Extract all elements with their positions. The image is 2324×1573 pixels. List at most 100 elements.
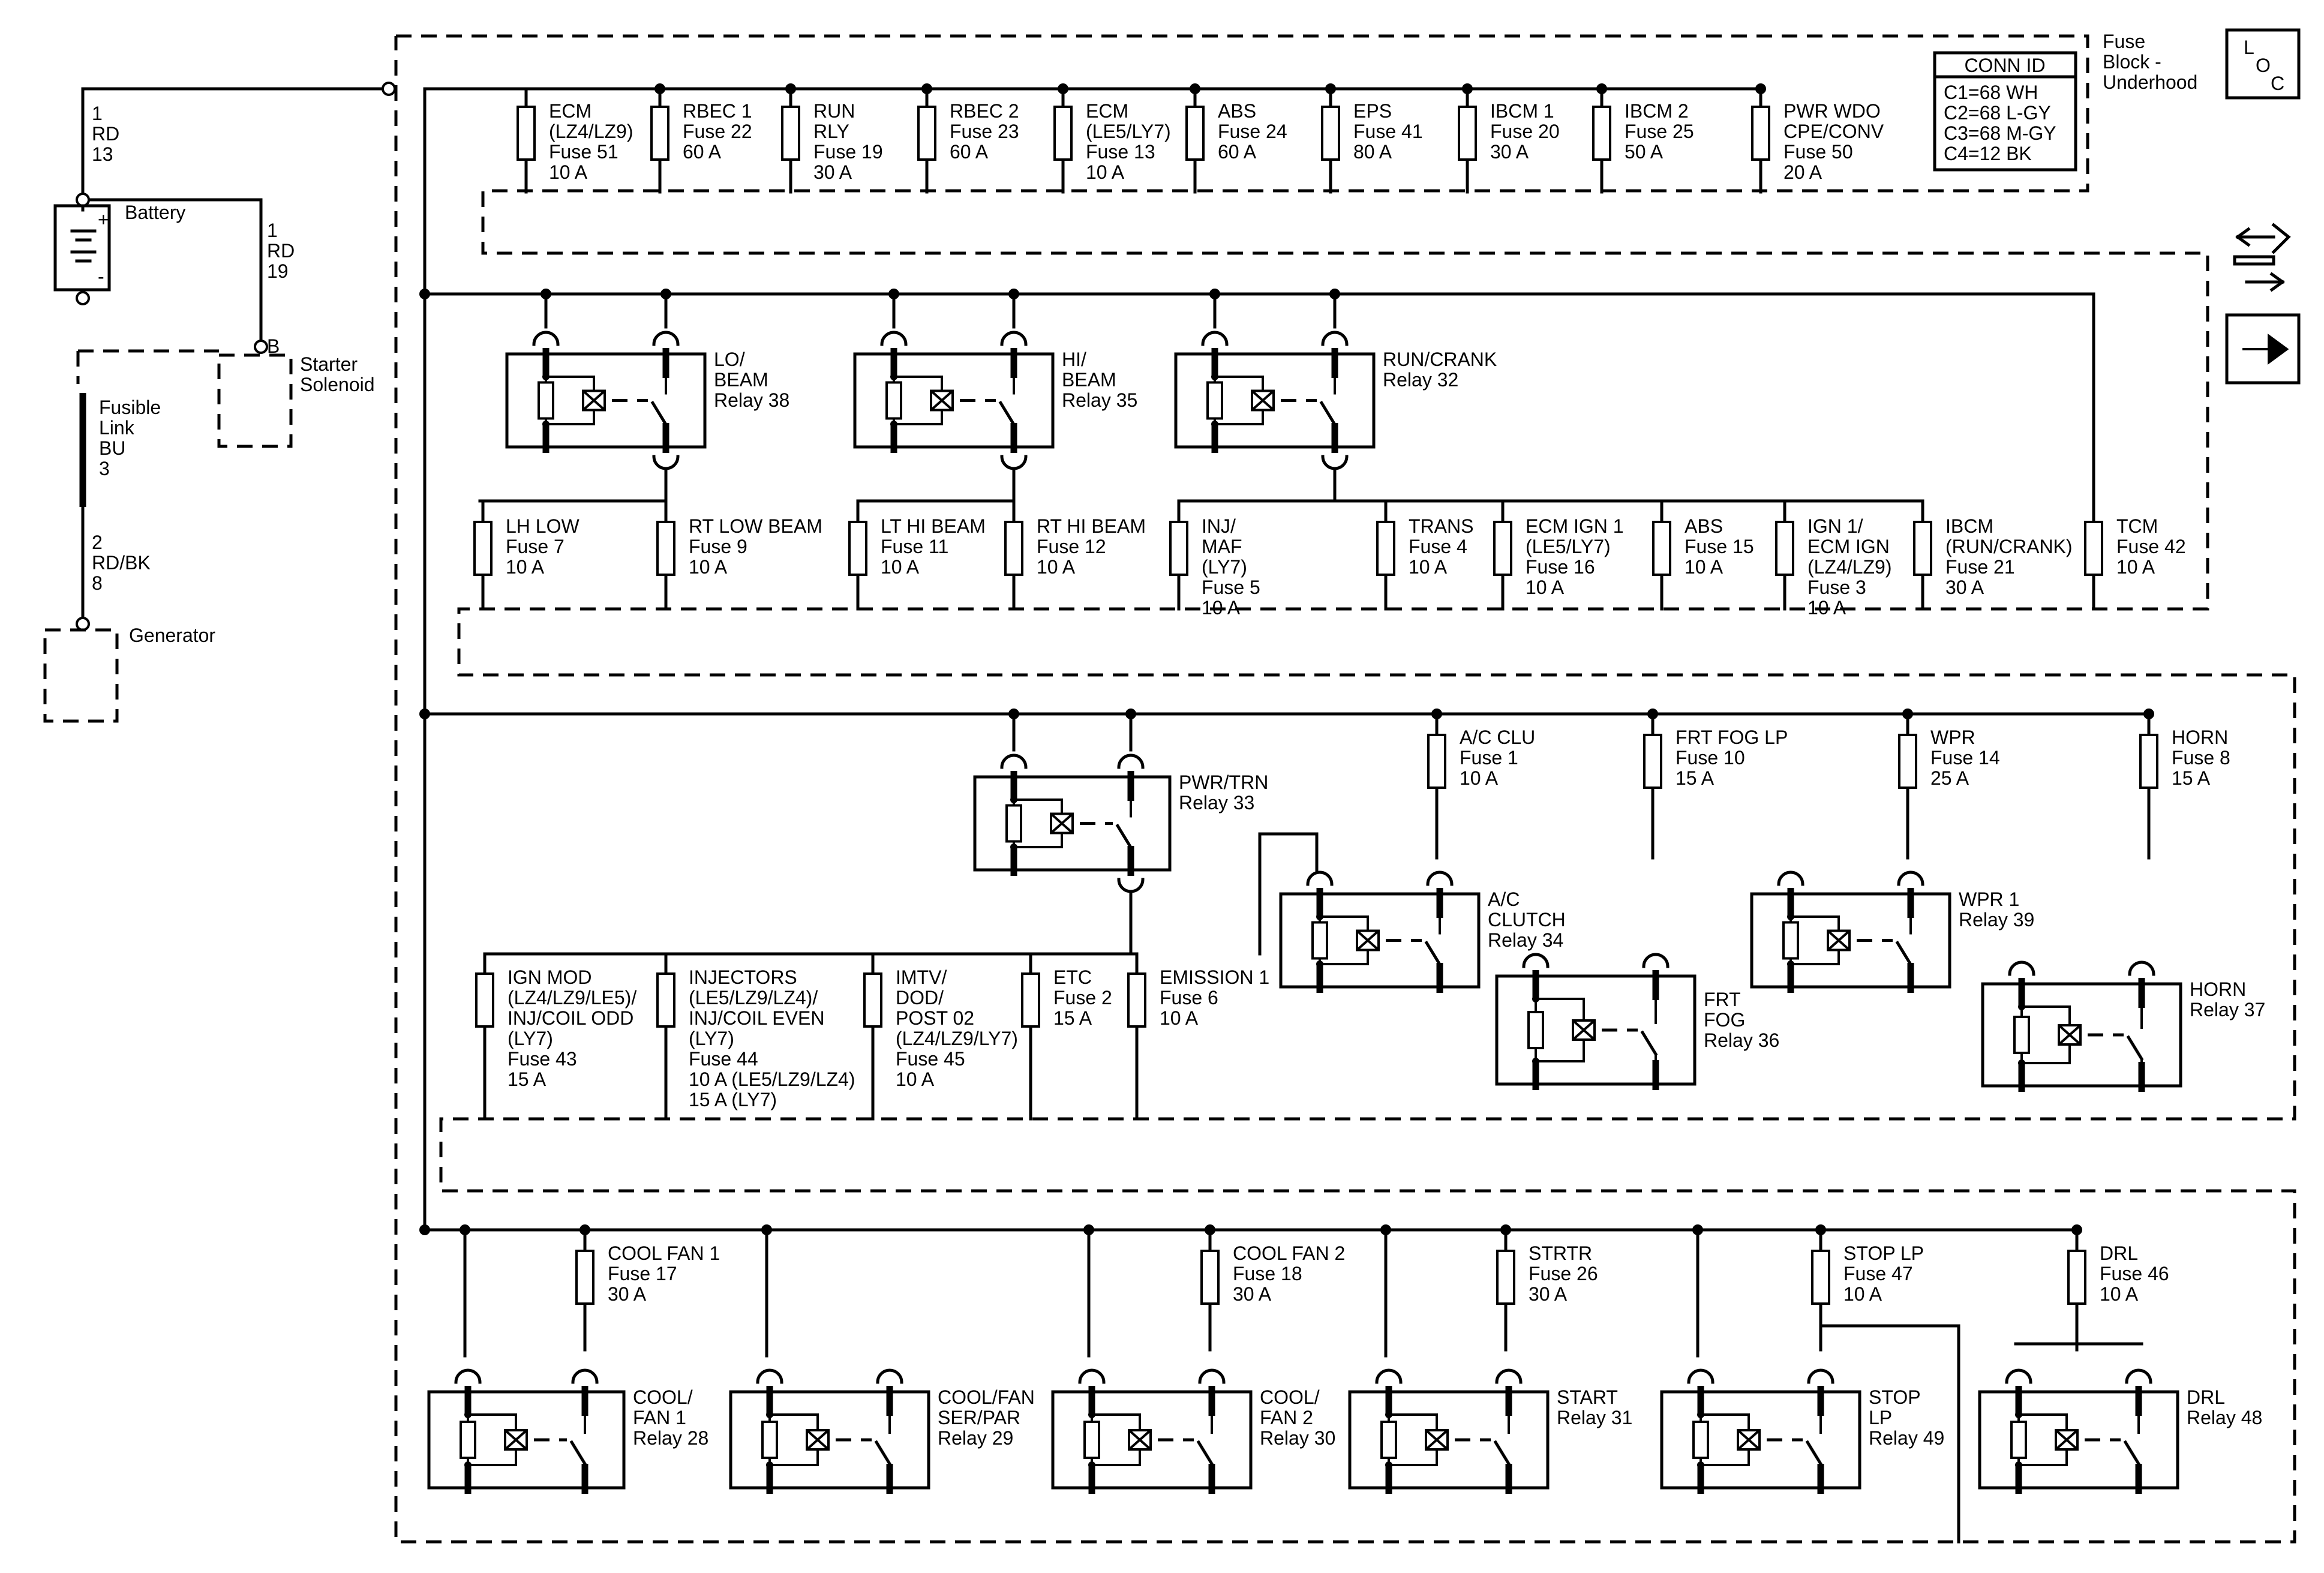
fuse-block-label: Underhood [2103,71,2197,93]
splice-dot [419,1224,430,1235]
fuse-label: ECM IGN [1807,536,1890,557]
splice-dot [542,421,550,428]
fuse-label: ABS [1218,100,1256,122]
fuse-label: Fuse 1 [1460,747,1518,769]
fuse-icon [917,106,936,161]
fuse-block-label: Block - [2103,51,2161,73]
coil-wire [1092,1413,1141,1430]
fuse-label: LH LOW [506,515,580,537]
diagnostic-arrows-shape [2233,223,2291,292]
switch-blade [1319,401,1337,427]
fuse-label: Fuse 51 [549,141,618,163]
relay [1051,1386,1253,1494]
connector-cavity-icon [1495,1368,1523,1384]
fuse-label: 80 A [1353,141,1392,163]
fuse-label: 60 A [683,141,722,163]
connector-cavity-icon [1321,331,1349,346]
arrow-shape [2242,334,2289,365]
connector-cavity-icon [756,1368,783,1384]
relay-label: Relay 48 [2187,1407,2262,1428]
fuse-label: Fuse 47 [1843,1263,1913,1284]
resistor-icon [885,381,902,420]
connector-cavity-icon [1426,870,1454,886]
relay-label: DRL [2187,1386,2225,1408]
switch-blade [1424,941,1442,966]
relay-label: BEAM [1062,369,1116,391]
fuse-icon [781,106,800,161]
fuse-icon [1913,521,1932,576]
connector-cavity-icon [454,1368,482,1384]
splice-dot [1325,83,1336,94]
fuse-label: COOL FAN 1 [608,1242,720,1264]
relay-label: HORN [2190,978,2246,1000]
coil-wire [546,376,595,391]
splice-dot [1329,289,1340,299]
resistor-icon [1380,1421,1397,1459]
fuse-label: 30 A [1233,1283,1272,1305]
fuse-label: 10 A [1460,767,1499,789]
fuse-label: MAF [1202,536,1242,557]
fuse-label: 10 A [896,1068,935,1090]
connector-cavity-icon [1306,870,1334,886]
resistor-icon [1692,1421,1709,1459]
coil-wire [1320,915,1369,931]
wire-label: RD [267,240,295,262]
coil-x [504,1429,528,1451]
splice-dot [890,421,897,428]
relay-box [973,775,1172,872]
relay-label: Relay 34 [1488,929,1563,951]
splice-dot [766,1461,773,1469]
relay [1495,970,1697,1090]
relay-label: RUN/CRANK [1383,349,1497,370]
splice-dot [1755,83,1766,94]
relay-label: Relay 28 [633,1427,708,1449]
relay-label: FRT [1704,989,1741,1010]
wire-label: 8 [92,572,103,594]
relay-label: LP [1869,1407,1892,1428]
connector-cavity-icon [1777,870,1804,886]
splice-dot [785,83,796,94]
fuse-label: IGN 1/ [1807,515,1863,537]
fuse-label: Fuse 8 [2172,747,2230,769]
coil-wire [770,1413,819,1430]
fuse-label: 15 A [1676,767,1715,789]
conn-id-table [1933,51,2077,172]
fusible-link-label: Fusible [99,397,161,418]
fuse-label: POST 02 [896,1007,974,1029]
coil-x [930,390,954,411]
fuse-label: 10 A [1202,597,1241,619]
splice-dot [419,709,430,719]
fuse-label: INJ/COIL EVEN [689,1007,824,1029]
coil-x [806,1429,830,1451]
relay-feed [1258,832,1319,872]
loc-letter: O [2256,55,2271,76]
fuse-label: Fuse 44 [689,1048,758,1070]
fuse-label: RBEC 2 [950,100,1019,122]
fuse-label: IBCM 1 [1490,100,1554,122]
splice-dot [1211,421,1218,428]
fuse-label: 15 A [508,1068,547,1090]
fuse-label: TRANS [1409,515,1473,537]
splice-dot [1205,1224,1215,1235]
fuse-label: 10 A [1037,556,1076,578]
coil-wire [1701,1449,1750,1466]
fuse-label: INJECTORS [689,966,797,988]
fuse-label: Fuse 11 [881,536,948,557]
battery-polarity: - [98,266,104,287]
fuse-label: IMTV/ [896,966,947,988]
splice-dot [1190,83,1200,94]
fuse-label: Fuse 2 [1053,987,1112,1008]
splice-dot [921,83,932,94]
relay [505,348,707,453]
connector-cavity-icon [880,331,908,346]
fuse-label: 10 A [2116,556,2155,578]
relay-box [505,352,707,449]
fuse-icon [656,972,675,1028]
splice-dot [2071,1224,2082,1235]
splice-dot [1462,83,1473,94]
fuse-label: RT HI BEAM [1037,515,1146,537]
splice-dot [419,289,430,299]
splice-dot [1008,709,1019,719]
fuse-label: Fuse 14 [1930,747,2000,769]
fuse-label: (LZ4/LZ9) [1807,556,1891,578]
